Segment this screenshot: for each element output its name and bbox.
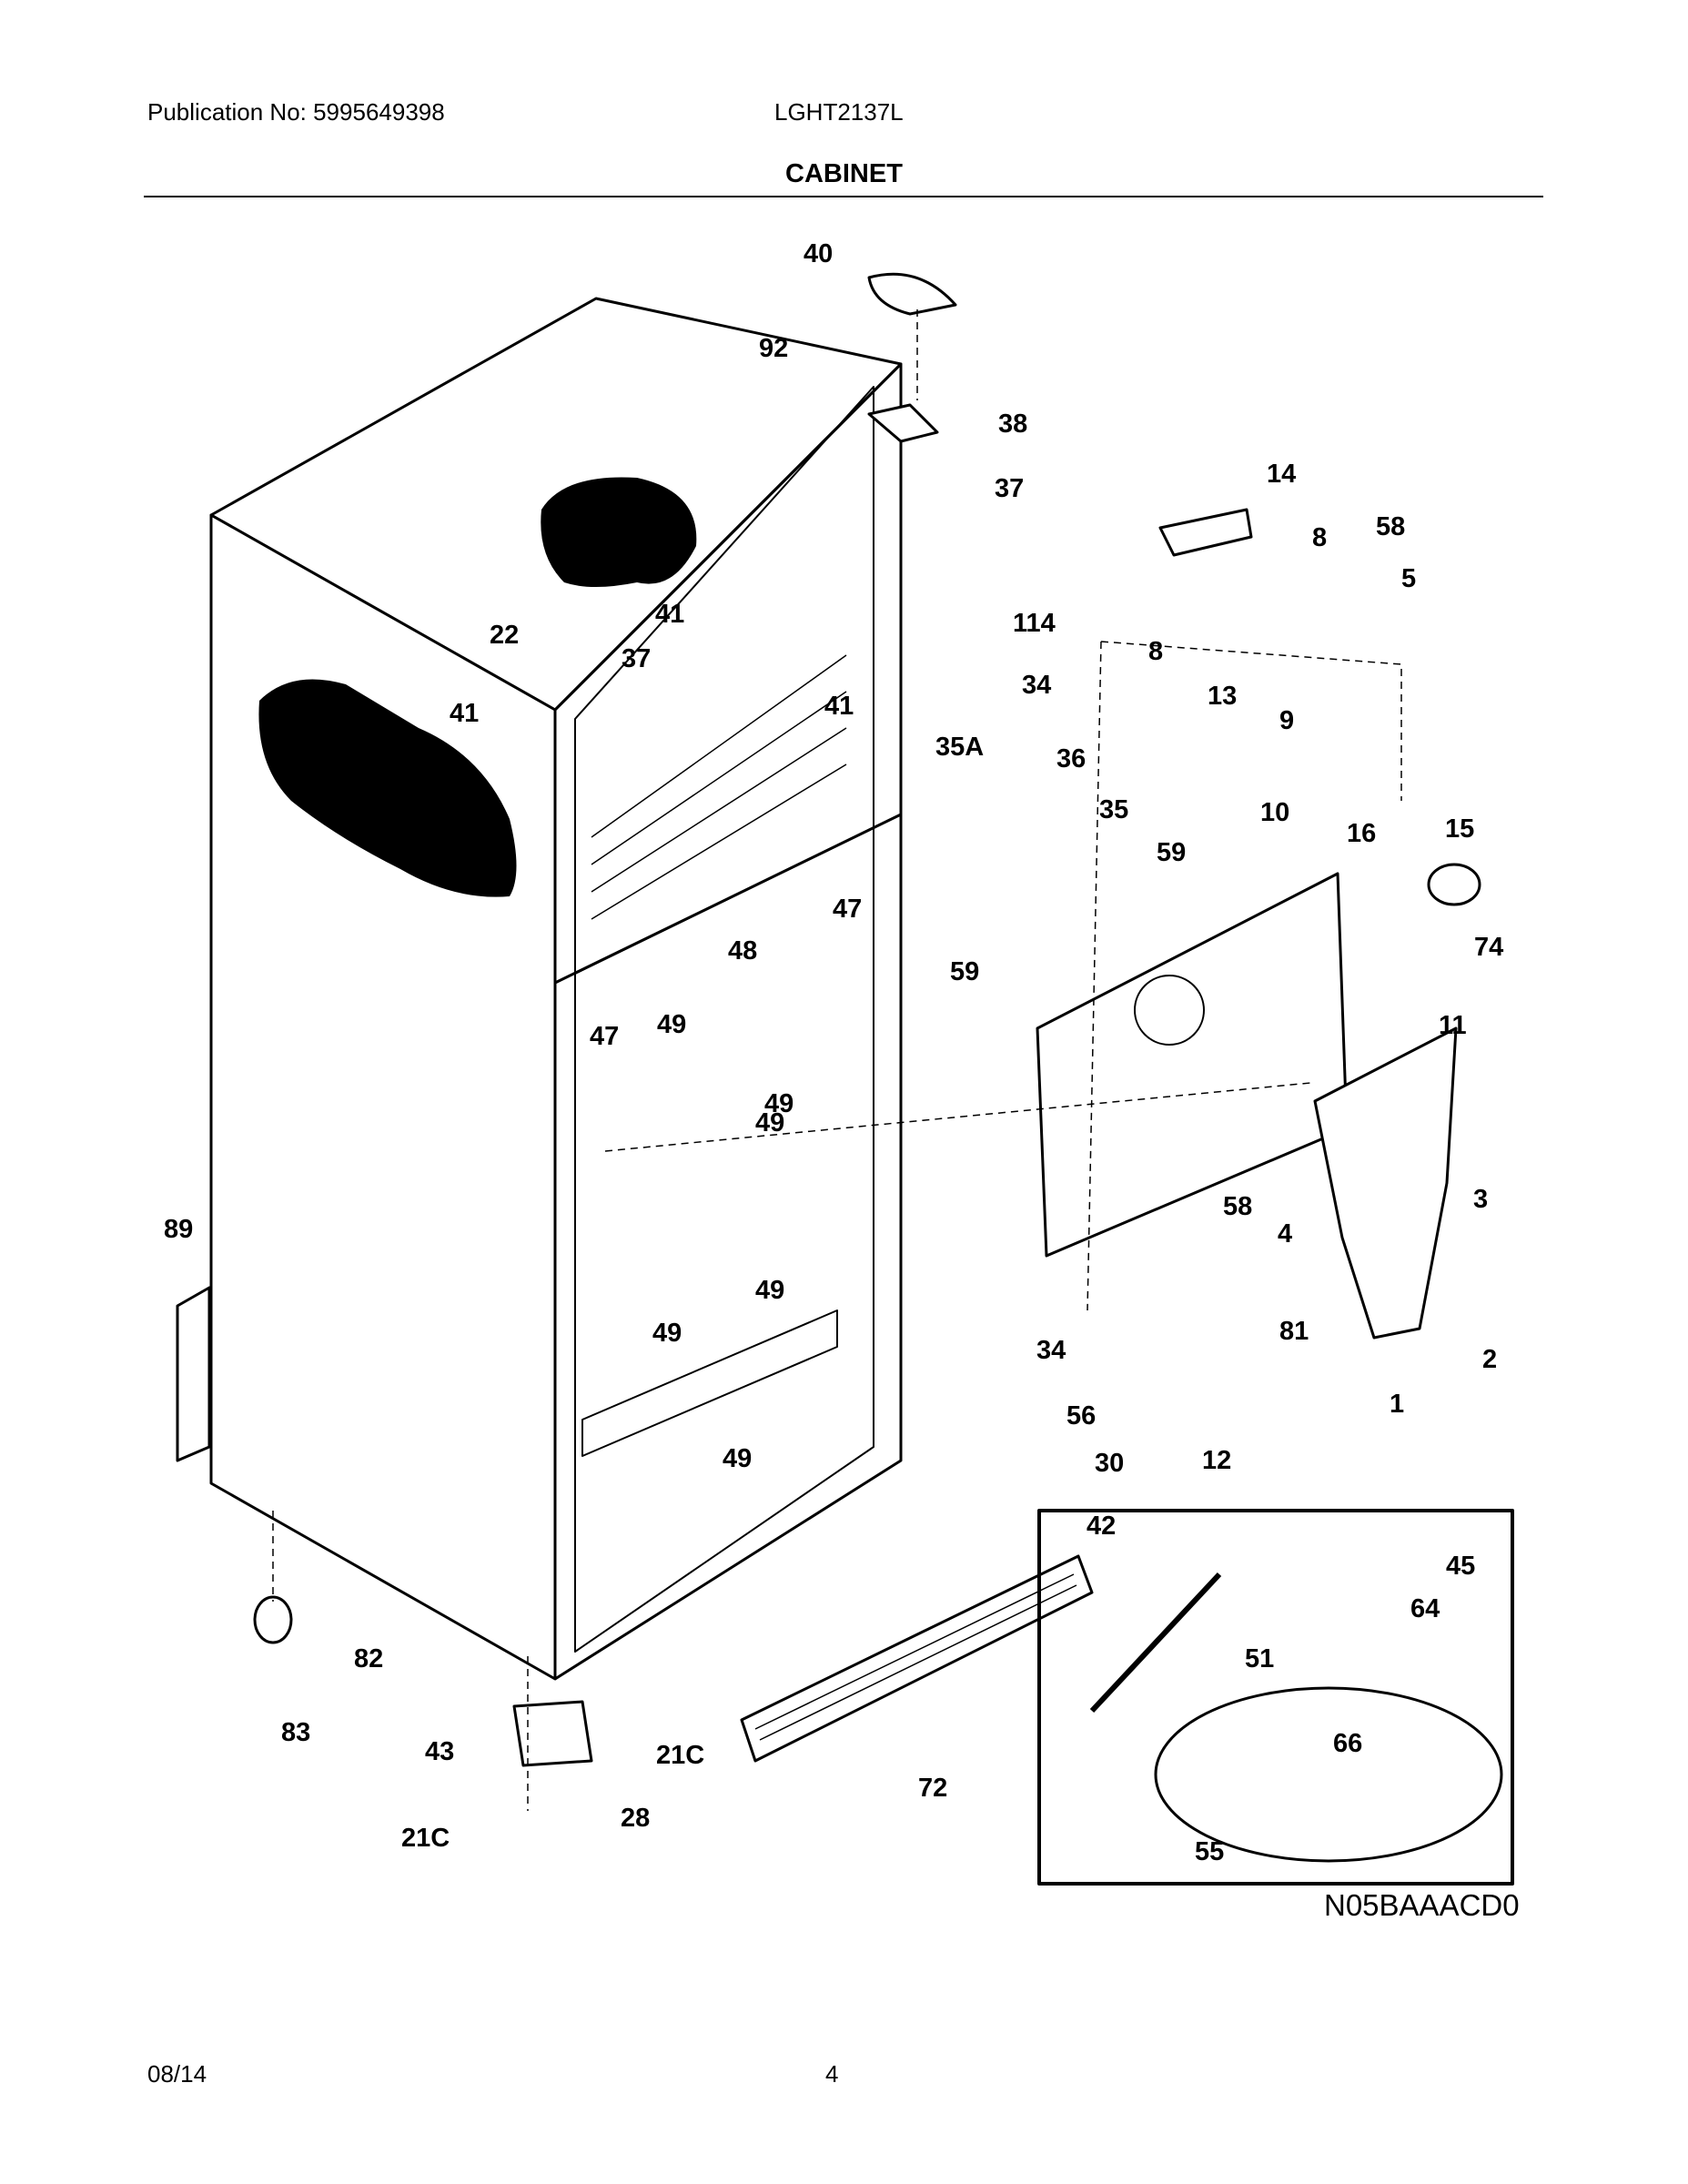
part-label-51: 51 [1245, 1644, 1274, 1673]
part-label-21C: 21C [656, 1741, 704, 1770]
diagram-code: N05BAAACD0 [1324, 1888, 1520, 1922]
part-label-49: 49 [723, 1444, 752, 1473]
part-label-59: 59 [950, 957, 979, 986]
part-label-45: 45 [1446, 1552, 1475, 1581]
part-label-56: 56 [1066, 1401, 1096, 1431]
part-label-15: 15 [1445, 814, 1474, 844]
part-label-34: 34 [1036, 1336, 1066, 1365]
part-label-55: 55 [1195, 1837, 1224, 1866]
part-label-4: 4 [1278, 1219, 1292, 1249]
part-label-28: 28 [621, 1804, 650, 1833]
part-label-64: 64 [1410, 1594, 1440, 1623]
part-label-30: 30 [1095, 1449, 1124, 1478]
part-label-10: 10 [1260, 798, 1289, 827]
model-number: LGHT2137L [774, 98, 904, 126]
part-label-11: 11 [1439, 1011, 1467, 1040]
dashed-guides [272, 309, 1402, 1811]
part-label-13: 13 [1208, 682, 1237, 711]
part-label-59: 59 [1157, 838, 1186, 867]
part-label-41: 41 [450, 699, 479, 728]
part-label-49: 49 [755, 1108, 784, 1138]
part-label-36: 36 [1056, 744, 1086, 774]
part-label-81: 81 [1279, 1317, 1309, 1346]
part-label-41: 41 [655, 600, 684, 629]
part-label-8: 8 [1312, 523, 1327, 552]
part-label-49: 49 [652, 1319, 682, 1348]
part-label-58: 58 [1223, 1192, 1252, 1221]
part-label-21C: 21C [401, 1824, 450, 1853]
part-label-49: 49 [657, 1010, 686, 1039]
part-label-37: 37 [995, 474, 1024, 503]
cabinet-drawing [176, 272, 1514, 1886]
part-label-58: 58 [1376, 512, 1405, 541]
part-label-22: 22 [490, 621, 519, 650]
footer-date: 08/14 [147, 2060, 207, 2088]
part-label-35A: 35A [935, 733, 984, 762]
part-label-41: 41 [824, 692, 854, 721]
footer-page-number: 4 [825, 2060, 839, 2088]
part-label-12: 12 [1202, 1446, 1231, 1475]
part-label-74: 74 [1474, 933, 1503, 962]
page-title: CABINET [785, 159, 903, 188]
part-label-82: 82 [354, 1644, 383, 1673]
part-label-49: 49 [764, 1089, 793, 1118]
publication-number: Publication No: 5995649398 [147, 98, 445, 126]
part-label-2: 2 [1482, 1345, 1497, 1374]
part-label-72: 72 [918, 1774, 947, 1803]
part-label-42: 42 [1087, 1512, 1116, 1541]
part-label-34: 34 [1022, 671, 1051, 700]
part-label-114: 114 [1013, 609, 1056, 638]
title-rule [144, 196, 1543, 197]
part-label-49: 49 [755, 1276, 784, 1305]
part-label-38: 38 [998, 410, 1027, 439]
part-label-14: 14 [1267, 460, 1296, 489]
part-label-16: 16 [1347, 819, 1376, 848]
part-label-43: 43 [425, 1737, 454, 1766]
part-label-66: 66 [1333, 1729, 1362, 1758]
part-label-47: 47 [590, 1022, 619, 1051]
part-label-40: 40 [804, 239, 833, 268]
part-label-9: 9 [1279, 706, 1294, 735]
part-label-3: 3 [1473, 1185, 1488, 1214]
part-label-8: 8 [1148, 637, 1163, 666]
part-label-47: 47 [833, 895, 862, 924]
part-label-35: 35 [1099, 795, 1128, 824]
part-label-83: 83 [281, 1718, 310, 1747]
part-label-5: 5 [1401, 564, 1416, 593]
part-label-37: 37 [622, 644, 651, 673]
part-label-92: 92 [759, 334, 788, 363]
part-label-1: 1 [1390, 1390, 1404, 1419]
part-label-48: 48 [728, 936, 757, 966]
part-label-89: 89 [164, 1215, 193, 1244]
